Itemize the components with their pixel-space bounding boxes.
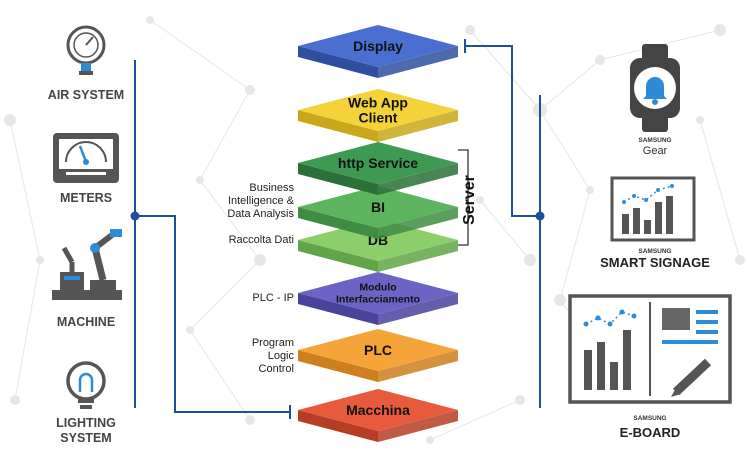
plc-side-label-line3: Control bbox=[259, 363, 294, 375]
eboard-name-label: E-BOARD bbox=[620, 425, 681, 440]
layer-http-service-label: http Service bbox=[338, 155, 418, 171]
layer-macchina-top bbox=[298, 389, 458, 431]
smartwatch-icon bbox=[630, 44, 680, 132]
layer-modulo-interfacciamento-side-right bbox=[378, 293, 458, 325]
layer-db-side-left bbox=[298, 240, 378, 272]
layer-modulo-interfacciamento-label-line1: Modulo bbox=[359, 282, 396, 294]
layer-bi-side-right bbox=[378, 207, 458, 239]
pressure-gauge-icon bbox=[66, 25, 106, 75]
layer-plc-label: PLC bbox=[364, 342, 392, 358]
lightbulb-icon bbox=[66, 361, 106, 409]
layer-macchina-side-left bbox=[298, 410, 378, 442]
layer-display-label: Display bbox=[353, 38, 403, 54]
layer-http-service-side-right bbox=[378, 163, 458, 195]
layer-plc-side-right bbox=[378, 350, 458, 382]
layer-web-app-client-label-line1: Web App bbox=[348, 94, 408, 110]
gear-name-label: Gear bbox=[643, 145, 668, 157]
layer-plc-top bbox=[298, 329, 458, 371]
layer-display-side-right bbox=[378, 46, 458, 78]
layer-plc-side-left bbox=[298, 350, 378, 382]
left-to-macchina-line bbox=[135, 215, 290, 413]
layer-modulo-interfacciamento-side-left bbox=[298, 293, 378, 325]
layer-web-app-client-side-left bbox=[298, 110, 378, 142]
layer-http-service: http Service bbox=[298, 142, 458, 195]
layer-plc: PLC bbox=[298, 329, 458, 382]
layer-web-app-client-label-line2: Client bbox=[359, 109, 398, 125]
layer-display: Display bbox=[298, 25, 458, 78]
layer-display-top bbox=[298, 25, 458, 67]
network-background bbox=[9, 19, 741, 441]
layer-bi: BI bbox=[298, 186, 458, 239]
db-side-label: Raccolta Dati bbox=[229, 234, 294, 246]
layer-http-service-top bbox=[298, 142, 458, 184]
layer-modulo-interfacciamento-label-line2: Interfacciamento bbox=[336, 294, 420, 306]
bi-side-label-line1: Business bbox=[249, 182, 294, 194]
layer-http-service-side-left bbox=[298, 163, 378, 195]
eboard-brand-label: SAMSUNG bbox=[633, 415, 666, 422]
chart-screen-icon bbox=[610, 176, 696, 242]
layer-macchina-side-right bbox=[378, 410, 458, 442]
lighting-system-label-line2: SYSTEM bbox=[60, 431, 111, 445]
robot-arm-icon bbox=[52, 229, 122, 300]
connector-lines bbox=[134, 39, 541, 419]
layer-db-top bbox=[298, 219, 458, 261]
signage-brand-label: SAMSUNG bbox=[638, 248, 671, 255]
plc-side-label-line2: Logic bbox=[268, 350, 295, 362]
bi-side-label-line3: Data Analysis bbox=[227, 208, 294, 220]
network-nodes bbox=[4, 16, 745, 444]
meters-label: METERS bbox=[60, 191, 112, 205]
layer-bi-top bbox=[298, 186, 458, 228]
layer-web-app-client-top bbox=[298, 89, 458, 131]
plc-ip-side-label: PLC - IP bbox=[252, 292, 294, 304]
layer-db: DB bbox=[298, 219, 458, 272]
server-bracket: Server bbox=[458, 149, 478, 246]
layer-web-app-client-side-right bbox=[378, 110, 458, 142]
machine-label: MACHINE bbox=[57, 315, 115, 329]
right-junction-dot bbox=[535, 211, 545, 221]
server-label: Server bbox=[461, 175, 478, 225]
layer-macchina: Macchina bbox=[298, 389, 458, 442]
meter-icon bbox=[53, 133, 119, 183]
left-junction-dot bbox=[130, 211, 140, 221]
layer-bi-label: BI bbox=[371, 199, 385, 215]
layer-bi-side-left bbox=[298, 207, 378, 239]
side-labels: Business Intelligence & Data Analysis Ra… bbox=[227, 182, 294, 375]
gear-brand-label: SAMSUNG bbox=[638, 137, 671, 144]
layer-modulo-interfacciamento-top bbox=[298, 272, 458, 314]
layer-macchina-label: Macchina bbox=[346, 402, 410, 418]
bi-side-label-line2: Intelligence & bbox=[228, 195, 295, 207]
layer-display-side-left bbox=[298, 46, 378, 78]
whiteboard-icon bbox=[568, 294, 732, 404]
air-system-label: AIR SYSTEM bbox=[48, 88, 124, 102]
layer-db-side-right bbox=[378, 240, 458, 272]
plc-side-label-line1: Program bbox=[252, 337, 294, 349]
lighting-system-label-line1: LIGHTING bbox=[56, 416, 116, 430]
display-to-right-line bbox=[465, 45, 540, 217]
layer-stack: MacchinaPLCModuloInterfacciamentoDBBIhtt… bbox=[298, 25, 458, 442]
signage-name-label: SMART SIGNAGE bbox=[600, 255, 710, 270]
